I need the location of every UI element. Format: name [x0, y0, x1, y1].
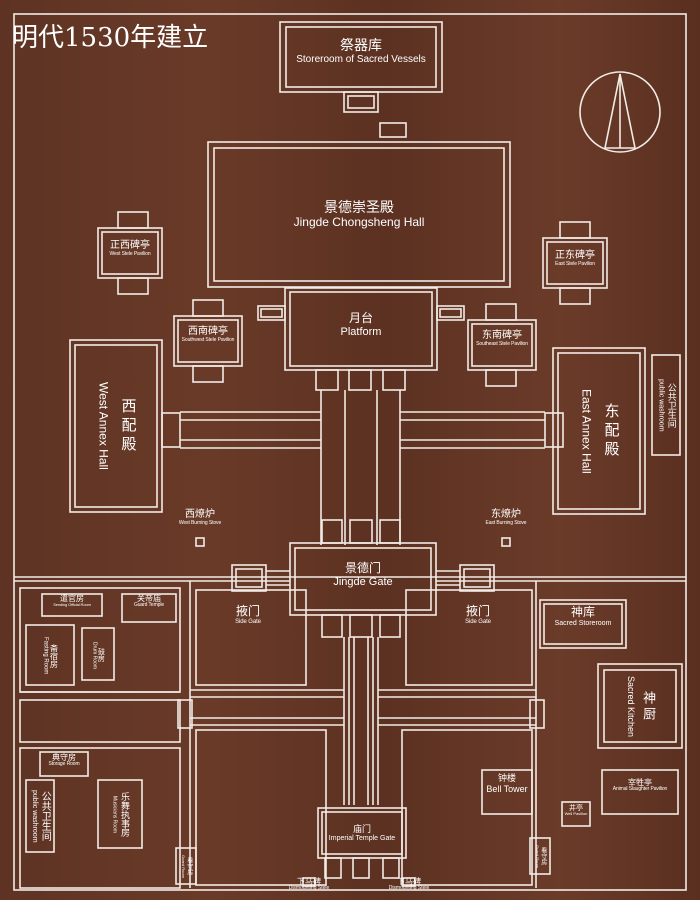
- sacred-kitchen-label: 神厨 Sacred Kitchen: [626, 676, 656, 738]
- fasting-room: [25, 624, 75, 686]
- west-washroom-label: 公共卫生间 public washroom: [30, 789, 51, 843]
- east-side-pavilion-label: 正东碑亭 East Stele Pavilion: [555, 250, 595, 267]
- southeast-pavilion-label: 东南碑亭 Southeast Stele Pavilion: [476, 330, 528, 347]
- sending-official-room-label: 遣官房 Sending Official Room: [53, 594, 91, 608]
- east-annex-hall: [552, 347, 646, 515]
- southwest-pavilion-label: 西南碑亭 Southwest Stele Pavilion: [181, 326, 235, 343]
- well-pavilion-label: 井亭 Well Pavilion: [564, 804, 588, 817]
- well-pavilion: [561, 801, 591, 827]
- east-washroom: [651, 354, 681, 456]
- storage-room: [39, 751, 89, 777]
- north-arrow-icon: [579, 71, 661, 153]
- platform-label: 月台 Platform: [340, 311, 382, 338]
- drum-room: [81, 627, 115, 681]
- sacred-storeroom-label: 神库 Sacred Storeroom: [554, 605, 612, 627]
- main-hall-label: 景德崇圣殿 Jingde Chongsheng Hall: [293, 200, 425, 230]
- animal-pavilion-label: 宰牲亭 Animal Slaughter Pavilion: [612, 778, 668, 793]
- east-annex-label: 东配殿 East Annex Hall: [579, 388, 621, 474]
- animal-pavilion: [601, 769, 679, 815]
- sacred-storeroom: [539, 599, 627, 649]
- guard-temple-label: 关帝庙 Guard Temple: [133, 594, 165, 609]
- imperial-gate-label: 庙门 Imperial Temple Gate: [328, 825, 396, 843]
- drum-room-label: 鼓房 Drum Room: [91, 641, 106, 669]
- west-annex-label: 西配殿 West Annex Hall: [96, 382, 138, 470]
- east-stove-label: 东燎炉 East Burning Stove: [485, 509, 527, 526]
- map-title: 明代1530年建立: [12, 23, 209, 53]
- west-guard-room-label: 看守房 Guard Room: [180, 854, 193, 878]
- music-room-label: 乐舞执事房 Musicians Room: [111, 791, 130, 837]
- outer-wall: [13, 13, 687, 891]
- jingde-gate-label: 景德门 Jingde Gate: [333, 561, 393, 588]
- guard-temple: [121, 593, 177, 623]
- east-washroom-label: 公共卫生间 public washroom: [657, 378, 676, 432]
- main-hall-building: [207, 141, 511, 288]
- west-side-pavilion-label: 正西碑亭 West Stele Pavilion: [109, 240, 151, 257]
- sacred-kitchen: [597, 663, 683, 749]
- storeroom-label: 祭器库 Storeroom of Sacred Vessels: [296, 38, 426, 66]
- east-dismount-label: 下马碑 Dismounting Stele: [388, 877, 430, 892]
- west-washroom: [25, 779, 55, 853]
- sending-official-room: [41, 593, 103, 617]
- east-guard-room-label: 看守房 Guard Room: [534, 844, 547, 868]
- fasting-room-label: 斋宿房 Fasting Room: [42, 636, 59, 675]
- storage-room-label: 典守房 Storage Room: [48, 753, 80, 768]
- bell-tower: [481, 769, 533, 815]
- music-room: [97, 779, 143, 849]
- west-side-gate-label: 掖门 Side Gate: [235, 604, 261, 625]
- east-side-gate-label: 掖门 Side Gate: [465, 604, 491, 625]
- west-stove-label: 西燎炉 West Burning Stove: [178, 509, 222, 526]
- west-dismount-label: 下马碑 Dismounting Stele: [288, 877, 330, 892]
- bell-tower-label: 钟楼 Bell Tower: [486, 774, 528, 795]
